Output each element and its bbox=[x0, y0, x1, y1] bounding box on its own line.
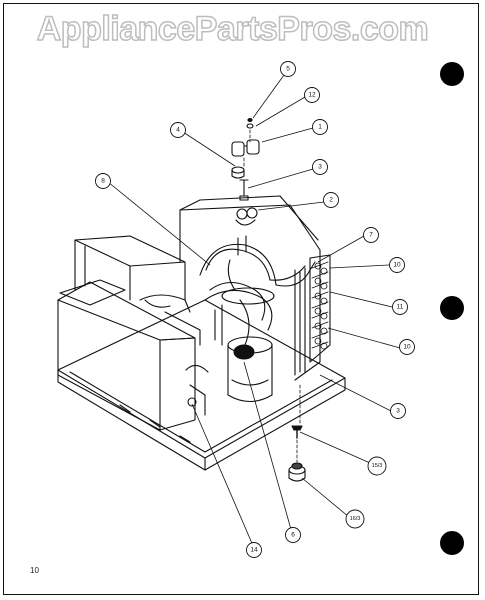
callout-label: 3 bbox=[396, 408, 400, 415]
callout-label: 12 bbox=[308, 92, 316, 99]
callout-label: 16/3 bbox=[350, 516, 361, 522]
callout-12: 12 bbox=[304, 87, 320, 103]
binder-hole-middle bbox=[440, 296, 464, 320]
callout-5: 5 bbox=[280, 61, 296, 77]
callout-label: 14 bbox=[250, 547, 258, 554]
compressor-body bbox=[185, 336, 273, 416]
callout-label: 8 bbox=[101, 178, 105, 185]
callout-label: 10 bbox=[403, 344, 411, 351]
mounting-hardware-bottom bbox=[288, 425, 306, 482]
callout-15-over-3: 15/3 bbox=[367, 456, 387, 476]
callout-2: 2 bbox=[323, 192, 339, 208]
callout-1: 1 bbox=[312, 119, 328, 135]
callout-label: 1 bbox=[318, 124, 322, 131]
callout-bubbles: 5 12 1 4 3 8 2 bbox=[95, 61, 415, 558]
condenser-housing bbox=[179, 195, 331, 381]
callout-10-lower: 10 bbox=[399, 339, 415, 355]
callout-label: 7 bbox=[369, 232, 373, 239]
base-pan bbox=[57, 299, 346, 471]
callout-4: 4 bbox=[170, 122, 186, 138]
callout-label: 3 bbox=[318, 164, 322, 171]
callout-label: 5 bbox=[286, 66, 290, 73]
callout-label: 6 bbox=[291, 532, 295, 539]
coil-fins bbox=[311, 261, 329, 350]
exploded-hardware-top bbox=[231, 117, 260, 201]
watermark-text: AppliancePartsPros.com bbox=[36, 9, 429, 49]
alignment-lines bbox=[243, 129, 301, 463]
callout-14: 14 bbox=[246, 542, 262, 558]
callout-11: 11 bbox=[392, 299, 408, 315]
callout-7: 7 bbox=[363, 227, 379, 243]
callout-8: 8 bbox=[95, 173, 111, 189]
page-number: 10 bbox=[30, 566, 39, 575]
callout-10-upper: 10 bbox=[389, 257, 405, 273]
refrigerant-tubing bbox=[199, 207, 316, 346]
callout-label: 11 bbox=[397, 304, 404, 311]
binder-hole-bottom bbox=[440, 531, 464, 555]
callout-3: 3 bbox=[312, 159, 328, 175]
callout-label: 15/3 bbox=[372, 463, 383, 469]
callout-3-lower: 3 bbox=[390, 403, 406, 419]
callout-label: 4 bbox=[176, 127, 180, 134]
callout-label: 10 bbox=[393, 262, 401, 269]
evaporator-housing bbox=[57, 235, 201, 431]
drawing-frame bbox=[3, 3, 479, 595]
leader-lines bbox=[107, 74, 401, 549]
callout-6: 6 bbox=[285, 527, 301, 543]
callout-label: 2 bbox=[329, 197, 333, 204]
binder-hole-top bbox=[440, 62, 464, 86]
callout-16-over-3: 16/3 bbox=[345, 509, 365, 529]
